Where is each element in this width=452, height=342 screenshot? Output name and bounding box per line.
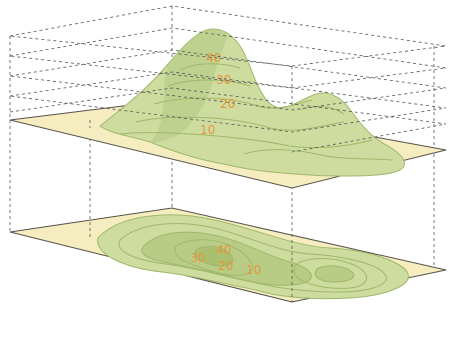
map-label-10: 10 bbox=[246, 263, 261, 277]
mountain-label-40: 40 bbox=[206, 51, 221, 65]
elevation-grid bbox=[9, 5, 447, 153]
grid-level-top bbox=[9, 5, 447, 67]
contour-secondary-map bbox=[293, 258, 367, 289]
mountain-shade bbox=[150, 29, 228, 143]
bottom-map-plane: 30 40 20 10 bbox=[9, 207, 447, 303]
contour-15-map bbox=[118, 223, 387, 293]
contour-secondary-inner-map bbox=[314, 265, 355, 283]
top-terrain-plane: 40 30 20 10 bbox=[9, 28, 447, 189]
back-vertical-edges bbox=[171, 6, 435, 270]
mountain-label-20: 20 bbox=[220, 97, 235, 111]
mountain-contour-20 bbox=[153, 97, 313, 109]
mountain-silhouette bbox=[99, 28, 405, 177]
grid-level-30 bbox=[9, 49, 447, 111]
contour-30-map bbox=[174, 239, 254, 276]
mountain-contour-ridge bbox=[243, 149, 393, 161]
mountain-contour-40 bbox=[179, 63, 241, 71]
mountain-contour-5 bbox=[119, 132, 373, 149]
mountain-label-30: 30 bbox=[216, 73, 231, 87]
mountain-contour-30 bbox=[167, 79, 251, 87]
map-label-30: 30 bbox=[190, 251, 205, 265]
grid-level-20 bbox=[9, 71, 447, 133]
mountain-contour-10 bbox=[135, 116, 345, 131]
mountain-contour-peak2 bbox=[299, 106, 345, 115]
contour-40-map bbox=[194, 245, 234, 267]
grid-level-40 bbox=[9, 27, 447, 89]
mountain-label-10: 10 bbox=[200, 123, 215, 137]
front-vertical-edges bbox=[9, 36, 293, 302]
map-label-20: 20 bbox=[218, 259, 233, 273]
map-label-40: 40 bbox=[216, 243, 231, 257]
grid-level-10 bbox=[9, 87, 447, 153]
mountain-contours bbox=[119, 63, 393, 161]
